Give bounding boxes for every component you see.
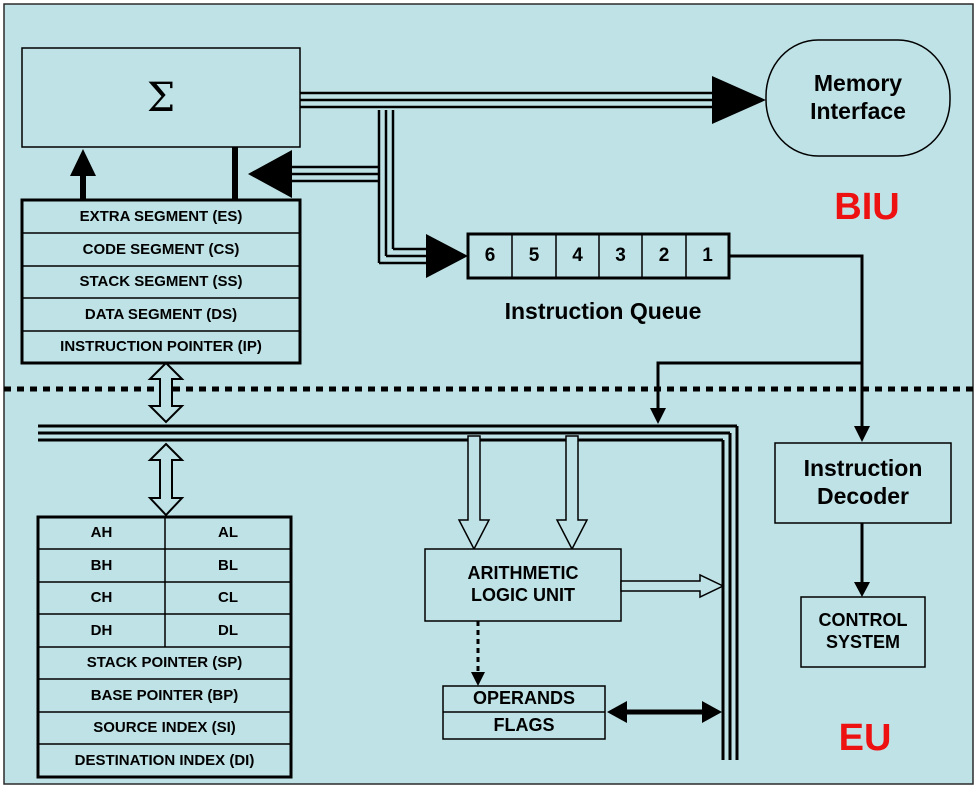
instruction-queue-label: Instruction Queue [504,298,702,325]
alu-output-arrow [620,573,725,599]
queue-to-decoder-line [729,254,864,430]
segment-bus-double-arrow [147,361,185,424]
register-si: SOURCE INDEX (SI) [93,719,236,736]
register-ds: DATA SEGMENT (DS) [84,305,238,323]
register-di: DESTINATION INDEX (DI) [74,751,255,769]
eu-label: EU [838,717,892,760]
register-bl: BL [218,556,238,574]
register-ch: CH [90,589,113,606]
address-bus [300,91,715,109]
control-system-label: CONTROL SYSTEM [818,610,908,652]
register-es: EXTRA SEGMENT (ES) [79,207,243,225]
queue-cell: 1 [702,244,713,266]
flags-bus-arrow-left [607,701,627,723]
memory-interface-shape [765,39,951,157]
register-sp: STACK POINTER (SP) [86,654,243,671]
register-ah: AH [90,524,113,541]
queue-feed-bus [377,110,430,265]
instruction-decoder-label: Instruction Decoder [803,455,923,509]
flags-label: FLAGS [493,714,555,735]
memory-interface-label: Memory Interface [810,70,906,124]
alu-input-arrow-1 [457,435,491,551]
operands-label: OPERANDS [472,688,575,709]
segment-register-dividers [22,232,300,332]
queue-cell: 3 [615,244,626,266]
queue-to-decoder-arrow [854,426,870,442]
register-ss: STACK SEGMENT (SS) [79,273,243,290]
general-register-dividers [38,517,291,745]
register-bp: BASE POINTER (BP) [90,686,239,704]
adder-symbol: Σ [146,74,176,121]
queue-cell: 2 [658,244,670,266]
register-dl: DL [218,621,238,639]
register-al: AL [218,524,238,541]
queue-cell: 4 [572,244,583,266]
adder-box [21,47,301,148]
alu-flags-arrow [471,672,485,686]
eu-internal-bus [38,424,739,760]
decoder-to-control-arrow [854,582,870,597]
register-bh: BH [90,556,113,574]
biu-label: BIU [834,186,900,229]
register-bus-double-arrow [147,442,185,517]
instruction-decoder-box [774,442,952,524]
segment-register-block [20,198,302,365]
alu-label: ARITHMETIC LOGIC UNIT [467,563,579,605]
segment-feed-bus [290,165,379,183]
flags-bus-arrow-right [702,701,722,723]
queue-dividers [511,234,687,278]
segment-to-adder-arrow [70,149,96,176]
queue-cell: 6 [484,244,496,266]
decoder-to-bus-arrow [650,408,666,424]
segment-feed-arrow [248,150,292,198]
alu-box [424,548,622,622]
register-cs: CODE SEGMENT (CS) [82,240,240,258]
control-system-box [800,596,926,668]
queue-feed-arrow [426,234,468,278]
alu-input-arrow-2 [555,435,589,551]
register-cl: CL [218,589,238,606]
register-ip: INSTRUCTION POINTER (IP) [60,338,262,355]
address-bus-arrow [712,76,766,124]
register-dh: DH [90,621,113,639]
queue-cell: 5 [528,244,540,266]
decoder-to-bus-line [656,361,862,410]
